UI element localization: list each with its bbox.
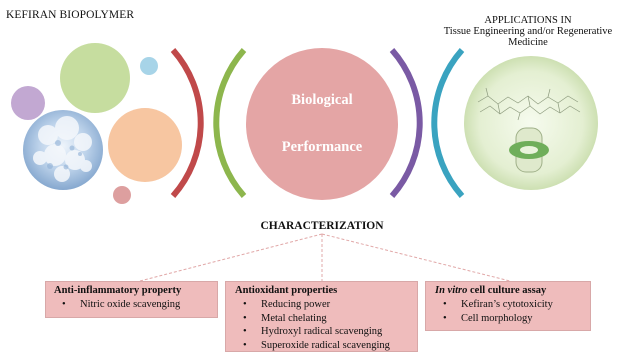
- applications-title-line3: Medicine: [508, 37, 548, 48]
- list-item: • Reducing power: [235, 298, 417, 312]
- green-arc: [213, 48, 247, 198]
- bullet: •: [443, 312, 447, 324]
- anti-inflammatory-box: Anti-inflammatory property • Nitric oxide…: [45, 281, 218, 318]
- cell-culture-box: In vitro cell culture assay • Kefiran’s c…: [425, 281, 591, 331]
- kefiran-shadow: [47, 140, 82, 170]
- bullet: •: [243, 339, 247, 351]
- list-item-text: Reducing power: [261, 299, 331, 310]
- bullet: •: [62, 299, 66, 310]
- list-item-text: Metal chelating: [261, 312, 327, 324]
- blue-small-bubble: [140, 57, 158, 75]
- bullet: •: [243, 326, 247, 338]
- cell-culture-title: In vitro cell culture assay: [435, 284, 590, 298]
- bullet: •: [243, 312, 247, 324]
- center-label-line2: Performance: [281, 139, 363, 155]
- bullet: •: [443, 299, 447, 310]
- list-item-text: Cell morphology: [461, 312, 533, 324]
- applications-image-circle: [464, 56, 598, 190]
- list-item-text: Kefiran’s cytotoxicity: [461, 299, 553, 310]
- list-item: • Cell morphology: [435, 312, 590, 326]
- center-circle: [246, 48, 398, 200]
- teal-arc: [431, 48, 465, 198]
- applications-title: APPLICATIONS IN Tissue Engineering and/o…: [428, 15, 619, 48]
- orange-bubble: [108, 108, 182, 182]
- green-bubble: [60, 43, 130, 113]
- kefiran-texture: [33, 116, 92, 182]
- characterization-label: CHARACTERIZATION: [260, 220, 384, 232]
- list-item: • Metal chelating: [235, 312, 417, 326]
- purple-bubble: [11, 86, 45, 120]
- list-item: • Superoxide radical scavenging: [235, 339, 417, 352]
- bullet: •: [243, 299, 247, 310]
- applications-title-line2: Tissue Engineering and/or Regenerative: [443, 26, 613, 37]
- cell-culture-title-rest: cell culture assay: [467, 285, 547, 296]
- list-item-text: Hydroxyl radical scavenging: [261, 326, 383, 338]
- kefiran-title: KEFIRAN BIOPOLYMER: [6, 9, 135, 21]
- list-item-text: Nitric oxide scavenging: [80, 299, 181, 310]
- center-label-line1: Biological: [291, 92, 353, 108]
- anti-inflammatory-title: Anti-inflammatory property: [54, 285, 182, 296]
- purple-arc: [389, 48, 423, 198]
- list-item: • Kefiran’s cytotoxicity: [435, 298, 590, 312]
- cell-culture-title-italic: In vitro: [435, 285, 468, 296]
- connector-lines: [139, 233, 511, 282]
- list-item: • Nitric oxide scavenging: [54, 298, 217, 312]
- antioxidant-title: Antioxidant properties: [235, 285, 338, 296]
- applications-title-line1: APPLICATIONS IN: [484, 15, 572, 26]
- cartilage-joint-icon: [509, 127, 549, 173]
- center-label: Biological Performance: [246, 48, 398, 200]
- list-item: • Hydroxyl radical scavenging: [235, 325, 417, 339]
- red-arc: [170, 48, 204, 198]
- list-item-text: Superoxide radical scavenging: [261, 339, 390, 351]
- polymer-structure-drawing: [477, 87, 581, 121]
- antioxidant-box: Antioxidant properties • Reducing power •…: [225, 281, 418, 352]
- pink-small-bubble: [113, 186, 131, 204]
